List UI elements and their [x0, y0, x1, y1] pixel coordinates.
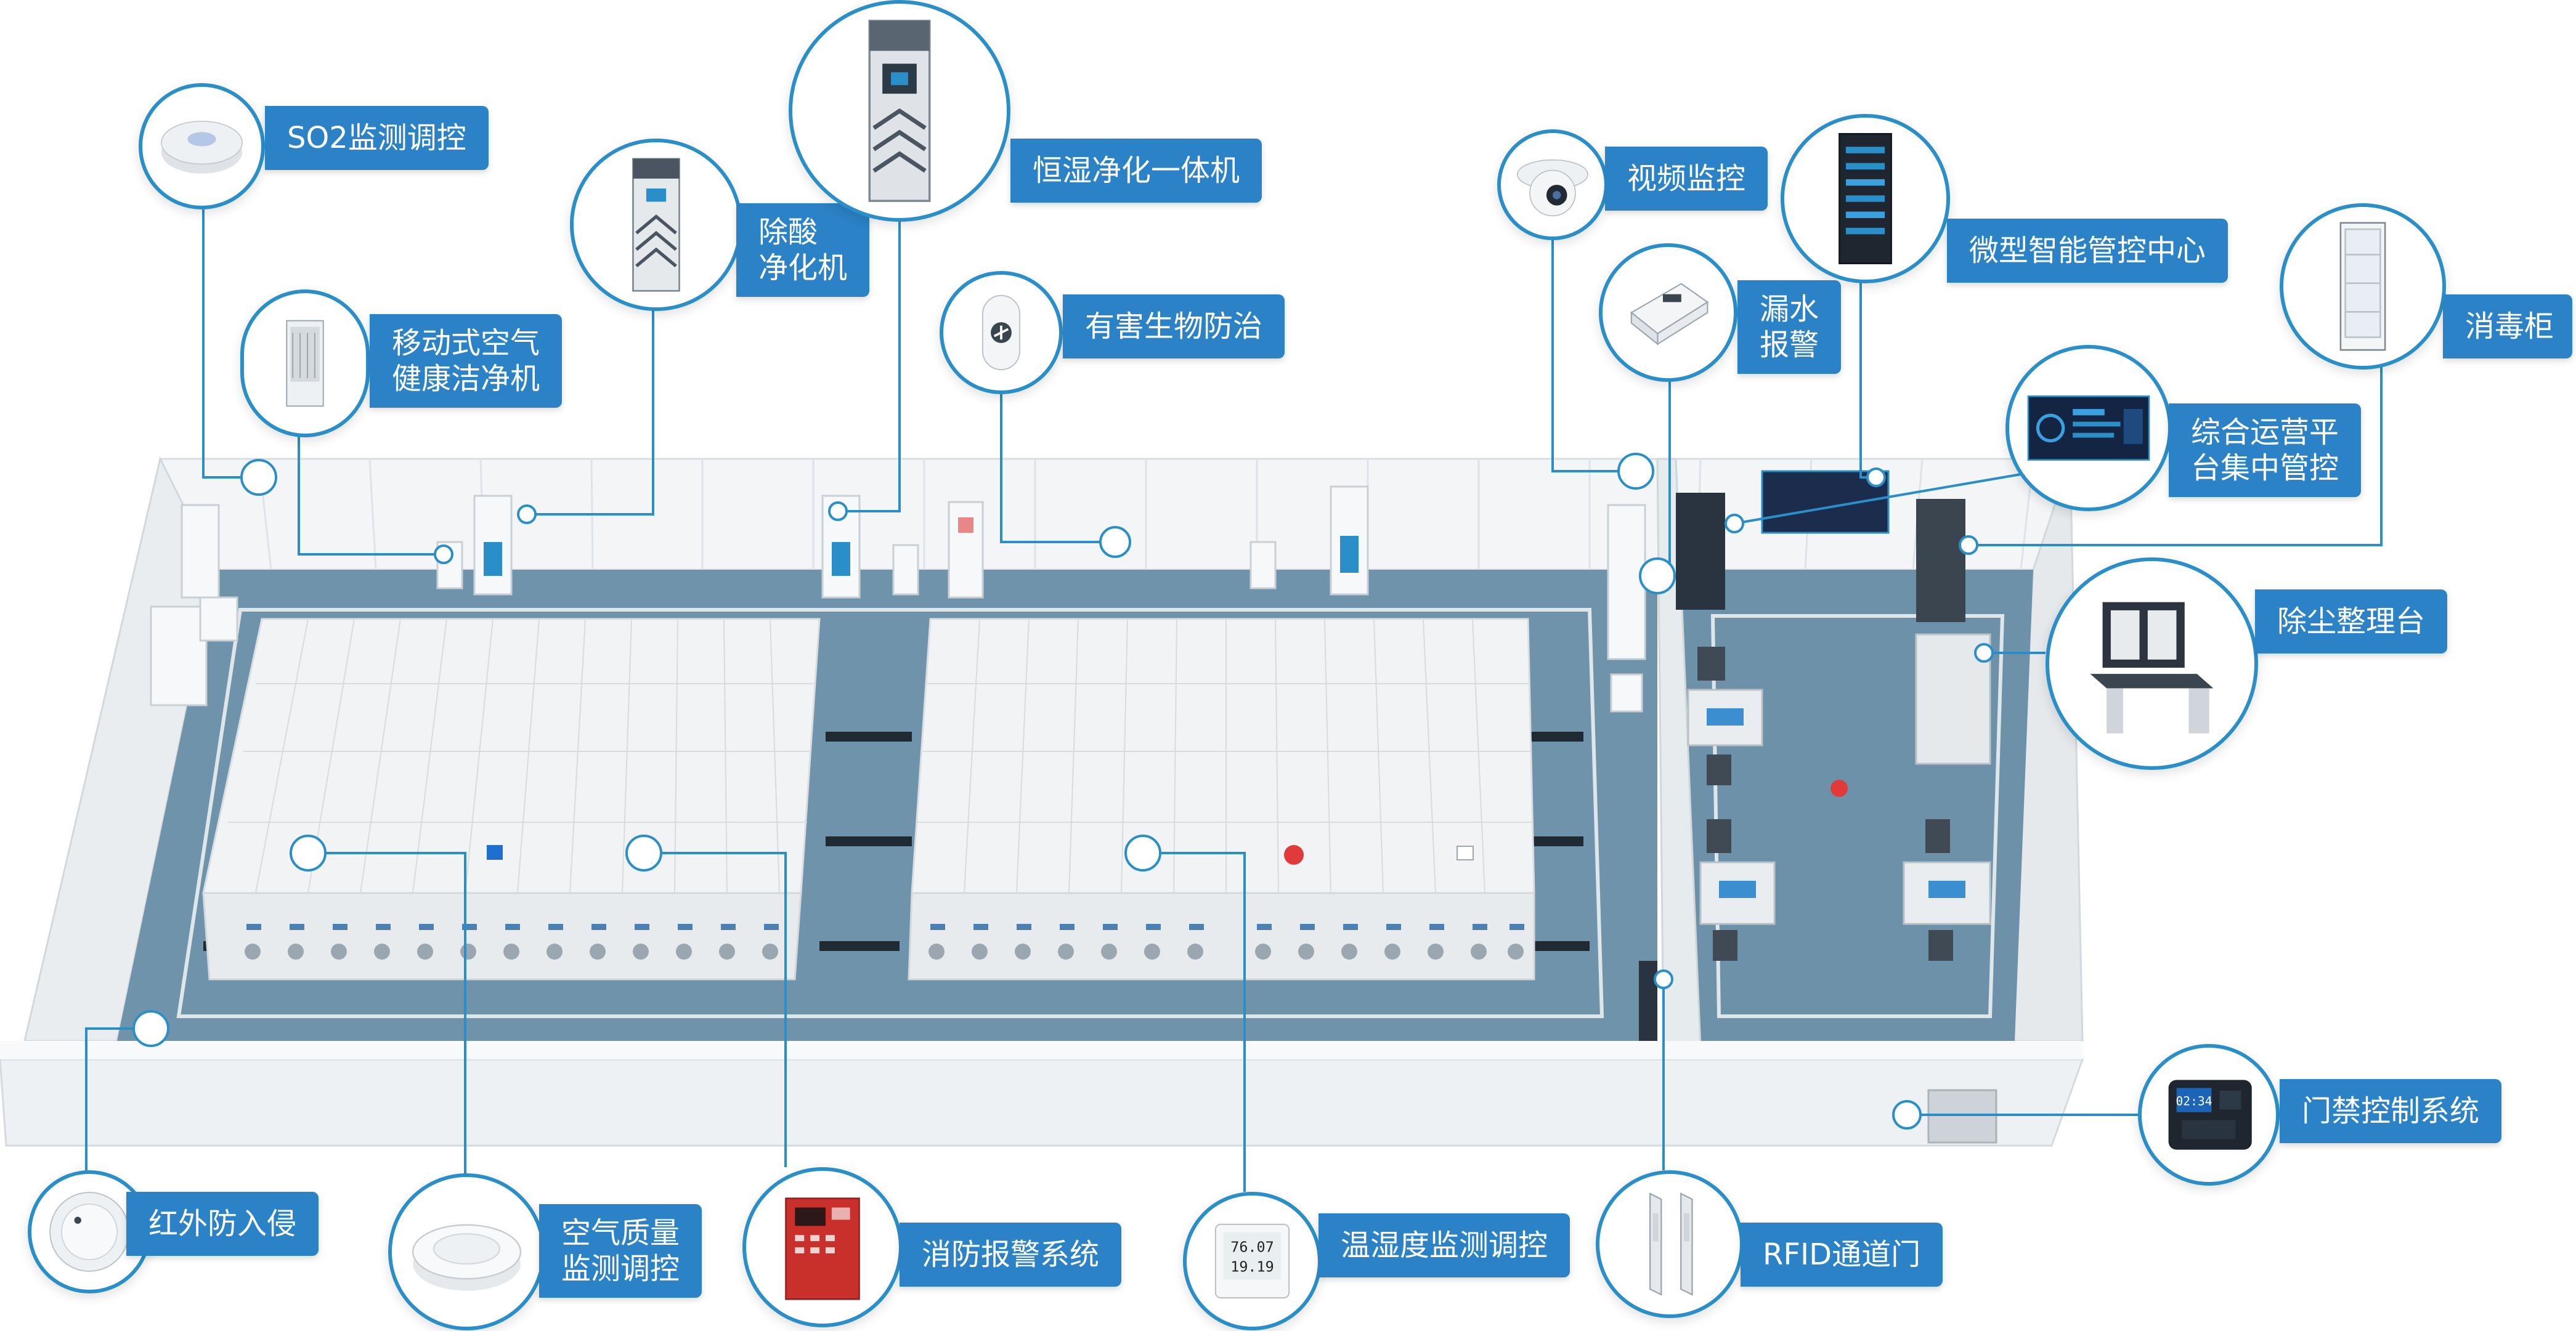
dashboard-screen-icon	[2027, 395, 2150, 461]
rfid-gate-model	[1639, 961, 1657, 1041]
server-rack-icon	[1839, 132, 1892, 265]
micro-center-thumb	[1781, 114, 1950, 283]
acid-purifier-label: 除酸 净化机	[736, 203, 870, 297]
front-wall	[0, 1058, 2084, 1147]
acid-purifier-label-line2: 净化机	[758, 251, 848, 285]
dust-workbench-icon	[2090, 602, 2214, 734]
thermo-thumb: 76.07 19.19	[1183, 1192, 1322, 1330]
so2-sensor-thumb	[139, 83, 265, 209]
thermo-hygrometer-icon: 76.07 19.19	[1214, 1223, 1290, 1299]
mobile-air-label-line2: 健康洁净机	[392, 362, 540, 396]
disinfect-label: 消毒柜	[2443, 294, 2573, 358]
leak-alarm-thumb	[1599, 243, 1737, 382]
rfid-gate-icon	[1649, 1192, 1693, 1296]
humidity-unit-thumb	[789, 0, 1010, 222]
video-thumb	[1497, 129, 1608, 240]
entrance-door	[1927, 1089, 1997, 1144]
ops-platform-label-line1: 综合运营平	[2191, 415, 2339, 450]
air-quality-label: 空气质量 监测调控	[539, 1204, 702, 1298]
infrared-label: 红外防入侵	[126, 1192, 319, 1256]
air-quality-thumb	[388, 1173, 545, 1330]
ops-platform-label: 综合运营平 台集中管控	[2169, 403, 2362, 497]
air-purifier-icon	[286, 320, 324, 407]
leak-alarm-label-line2: 报警	[1760, 328, 1819, 362]
thermo-humidity-value: 19.19	[1230, 1258, 1274, 1276]
thermo-label: 温湿度监测调控	[1318, 1213, 1570, 1277]
mobile-air-label-line1: 移动式空气	[392, 326, 540, 360]
infrared-sensor-icon	[49, 1192, 129, 1272]
acid-purifier-label-line1: 除酸	[758, 215, 818, 249]
air-quality-sensor-icon	[412, 1224, 522, 1291]
wall-equipment	[150, 485, 1646, 713]
pest-control-label: 有害生物防治	[1063, 294, 1285, 358]
access-control-label: 门禁控制系统	[2280, 1079, 2502, 1143]
dust-table-label: 除尘整理台	[2255, 589, 2448, 653]
fire-alarm-label: 消防报警系统	[900, 1223, 1122, 1287]
compact-shelving-right	[908, 618, 1535, 981]
smoke-sensor-icon	[160, 121, 243, 174]
leak-alarm-label: 漏水 报警	[1737, 280, 1842, 374]
fire-alarm-thumb	[742, 1167, 903, 1327]
pest-repeller-icon	[981, 294, 1021, 371]
access-control-thumb: 02:34	[2138, 1044, 2280, 1186]
micro-center-label: 微型智能管控中心	[1947, 219, 2229, 283]
pest-control-thumb	[940, 271, 1063, 394]
mobile-air-label: 移动式空气 健康洁净机	[370, 314, 563, 408]
access-terminal-icon: 02:34	[2168, 1080, 2252, 1150]
access-terminal-time: 02:34	[2176, 1094, 2212, 1109]
rfid-thumb	[1596, 1170, 1744, 1318]
leak-alarm-label-line1: 漏水	[1760, 292, 1819, 326]
humidity-unit-label: 恒湿净化一体机	[1010, 139, 1262, 203]
leader-lines	[85, 209, 2383, 1226]
ops-platform-label-line2: 台集中管控	[2191, 451, 2339, 485]
disinfection-cabinet-icon	[2339, 222, 2386, 351]
dust-table-thumb	[2046, 557, 2258, 770]
video-label: 视频监控	[1605, 147, 1768, 211]
office-desks	[1687, 689, 1991, 925]
disinfect-thumb	[2280, 203, 2446, 370]
mobile-air-thumb	[240, 289, 370, 437]
purifier-cabinet-icon	[632, 158, 680, 292]
compact-shelving-left	[202, 618, 821, 981]
ops-platform-thumb	[2005, 345, 2172, 511]
disinfect-cabinet-model	[1916, 499, 1965, 622]
rfid-label: RFID通道门	[1741, 1223, 1943, 1287]
acid-purifier-thumb	[570, 139, 742, 311]
so2-label: SO2监测调控	[265, 106, 489, 170]
leak-detector-icon	[1630, 283, 1709, 346]
fire-alarm-red-right	[1284, 845, 1304, 865]
server-rack-model	[1676, 493, 1725, 610]
leader-endpoints	[132, 453, 1994, 1130]
humidity-cabinet-icon	[868, 20, 931, 202]
fire-alarm-panel-icon	[785, 1197, 860, 1300]
thermo-temp-value: 76.07	[1230, 1239, 1274, 1256]
air-quality-label-line1: 空气质量	[561, 1216, 680, 1250]
air-quality-label-line2: 监测调控	[561, 1252, 680, 1286]
dome-camera-icon	[1517, 159, 1588, 217]
